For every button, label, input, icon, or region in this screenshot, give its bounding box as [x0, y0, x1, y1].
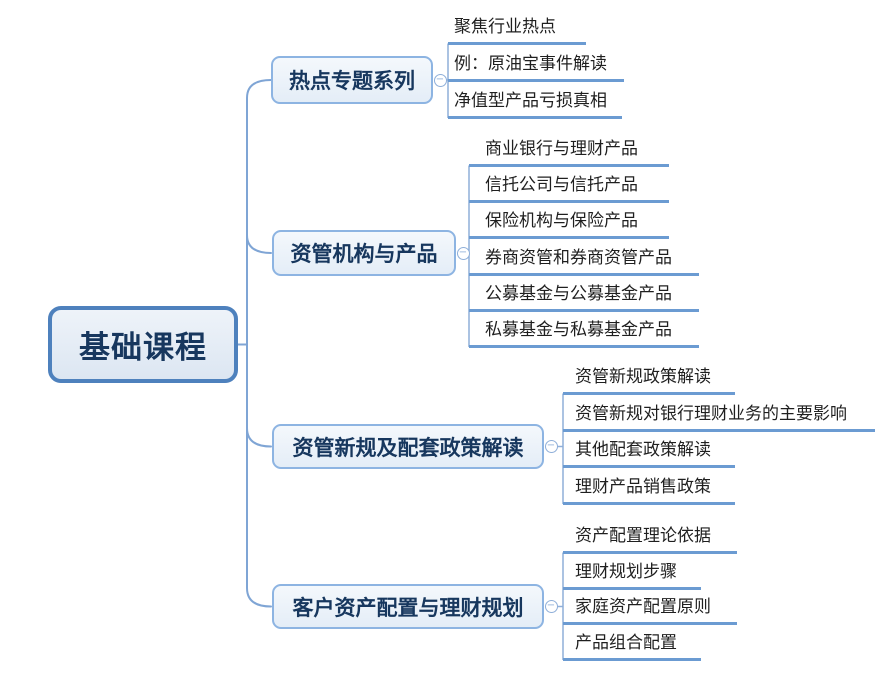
leaf-topic[interactable]: 资管新规对银行理财业务的主要影响: [563, 401, 875, 432]
minus-icon: −: [435, 73, 445, 85]
minus-icon: −: [546, 600, 556, 611]
branch2-wire: [246, 234, 272, 254]
leaf-topic[interactable]: 券商资管和券商资管产品: [469, 245, 699, 276]
collapse-toggle-branch4[interactable]: −: [544, 600, 558, 613]
leaf-topic[interactable]: 产品组合配置: [563, 630, 701, 661]
leaf-topic[interactable]: 聚焦行业热点: [448, 14, 586, 45]
leaf-topic[interactable]: 理财产品销售政策: [563, 474, 735, 505]
leaf-topic[interactable]: 其他配套政策解读: [563, 437, 735, 468]
leaf-topic[interactable]: 信托公司与信托产品: [469, 172, 669, 203]
minus-icon: −: [458, 246, 468, 258]
leaf-topic[interactable]: 例：原油宝事件解读: [448, 51, 624, 82]
collapse-toggle-branch2[interactable]: −: [456, 246, 470, 260]
branch-topic-new-rules-policy[interactable]: 资管新规及配套政策解读: [272, 424, 544, 469]
leaf-topic[interactable]: 净值型产品亏损真相: [448, 88, 622, 119]
branch-topic-institutions-products[interactable]: 资管机构与产品: [272, 230, 456, 276]
leaf-topic[interactable]: 保险机构与保险产品: [469, 208, 669, 239]
branch-topic-asset-allocation-planning[interactable]: 客户资产配置与理财规划: [272, 584, 544, 629]
trunk-wire: [246, 79, 272, 608]
leaf-topic[interactable]: 公募基金与公募基金产品: [469, 281, 699, 312]
branch-topic-hot-topics[interactable]: 热点专题系列: [271, 56, 433, 104]
leaf-topic[interactable]: 家庭资产配置原则: [563, 594, 737, 625]
leaf-topic[interactable]: 理财规划步骤: [563, 559, 701, 590]
root-topic[interactable]: 基础课程: [48, 306, 238, 383]
branch3-wire: [246, 427, 272, 448]
collapse-toggle-branch3[interactable]: −: [544, 440, 558, 453]
leaf-topic[interactable]: 资产配置理论依据: [563, 523, 737, 554]
leaf-topic[interactable]: 私募基金与私募基金产品: [469, 317, 699, 348]
leaf-topic[interactable]: 资管新规政策解读: [563, 364, 735, 395]
collapse-toggle-branch1[interactable]: −: [433, 73, 447, 87]
leaf-topic[interactable]: 商业银行与理财产品: [469, 136, 669, 167]
minus-icon: −: [546, 440, 556, 451]
